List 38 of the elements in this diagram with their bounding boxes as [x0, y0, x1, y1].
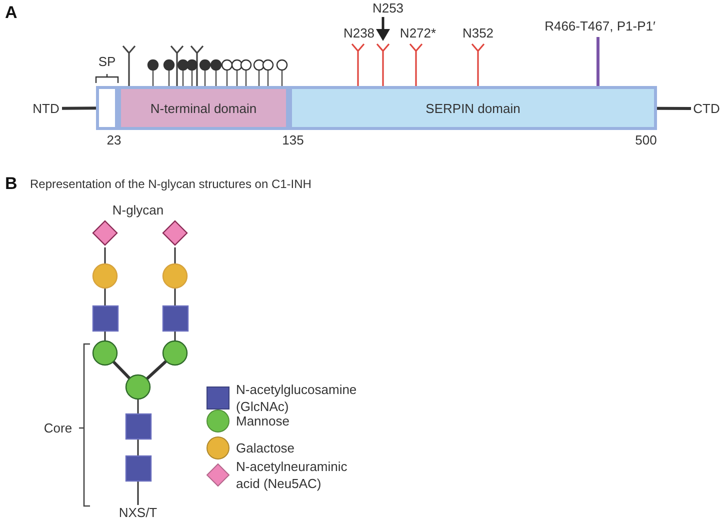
site-label: R466-T467, P1-P1′ [544, 18, 656, 34]
terminus-label: CTD [691, 100, 722, 117]
bracket-label: Core [44, 420, 72, 436]
legend-label: N-acetylneuraminic acid (Neu5AC) [236, 458, 348, 492]
connector-line [137, 438, 139, 456]
legend-label: N-acetylglucosamine (GlcNAc) [236, 381, 358, 415]
connector-line [112, 360, 131, 380]
site-label: N272* [400, 26, 436, 40]
connector-line [657, 106, 691, 110]
domain-segment [289, 86, 657, 130]
position-label: 23 [106, 132, 122, 148]
connector-line [174, 288, 176, 306]
structure-label: N-glycan [112, 202, 164, 218]
connector-line [104, 247, 106, 264]
domain-label: SERPIN domain [426, 100, 520, 116]
site-label: N352 [462, 26, 494, 40]
site-label: N238 [343, 26, 375, 40]
panel-title: Representation of the N-glycan structures on C1-INH [30, 177, 312, 191]
terminus-label: NTD [30, 100, 62, 117]
position-label: 135 [282, 132, 304, 148]
connector-line [174, 247, 176, 264]
legend-label: Mannose [236, 414, 290, 430]
position-label: 500 [635, 132, 657, 148]
connector-line [137, 399, 139, 414]
panel-letter: A [5, 3, 18, 23]
connector-line [62, 106, 96, 110]
connector-line [174, 330, 176, 341]
domain-segment [118, 86, 289, 130]
site-motif-label: NXS/T [116, 505, 160, 521]
domain-label: N-terminal domain [150, 100, 257, 116]
connector-line [104, 288, 106, 306]
panel-letter: B [5, 174, 18, 194]
site-label: N253 [372, 0, 404, 16]
region-label: SP [97, 54, 117, 69]
connector-line [137, 480, 139, 505]
connector-line [146, 360, 168, 380]
legend-label: Galactose [236, 440, 296, 456]
connector-line [104, 330, 106, 341]
